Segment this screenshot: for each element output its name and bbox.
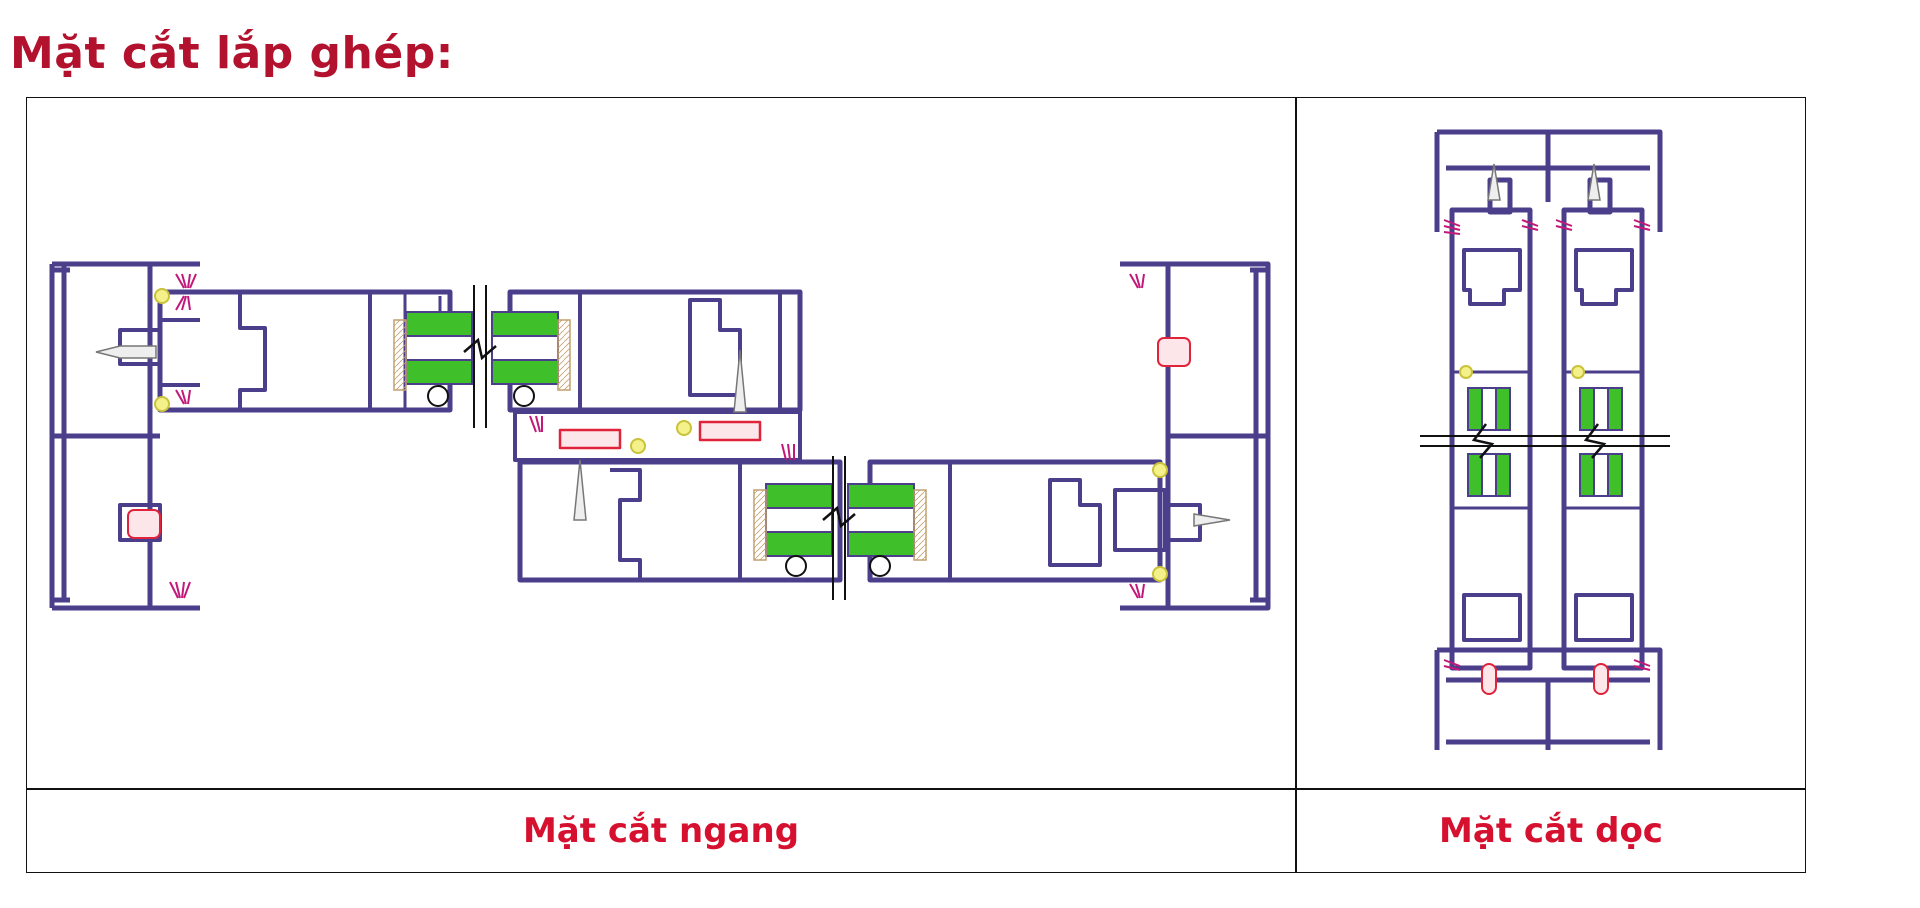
brush-seals: [169, 273, 1145, 599]
vertical-section-drawing: [1434, 129, 1663, 750]
horizontal-section-drawing: [49, 261, 1271, 611]
middle-link-profile: [513, 410, 802, 462]
bottom-rollers: [427, 385, 891, 577]
screws-vertical: [1487, 163, 1601, 201]
yellow-clips: [154, 288, 1168, 582]
yellow-clips-vertical: [1459, 365, 1585, 379]
seal-slots-vertical: [1481, 663, 1609, 695]
caption-divider: [27, 788, 1805, 790]
screws-horizontal: [95, 345, 1231, 527]
column-divider: [1295, 98, 1297, 872]
break-lines-horizontal: [463, 285, 856, 600]
break-line-vertical: [1420, 423, 1670, 459]
drawing-table: Mặt cắt ngang Mặt cắt dọc: [26, 97, 1806, 873]
page-title: Mặt cắt lắp ghép:: [10, 28, 454, 79]
glazing-beads: [393, 319, 927, 561]
right-sash-profile: [517, 459, 1167, 583]
glass-panes-vertical: [1467, 387, 1623, 497]
left-outer-frame: [49, 261, 200, 611]
caption-horizontal-section: Mặt cắt ngang: [522, 811, 800, 851]
right-outer-frame: [1120, 261, 1271, 611]
seal-slots: [127, 337, 1191, 539]
glass-panes-horizontal: [405, 311, 915, 557]
caption-vertical-section: Mặt cắt dọc: [1439, 811, 1663, 851]
brush-seals-vertical: [1443, 219, 1651, 671]
